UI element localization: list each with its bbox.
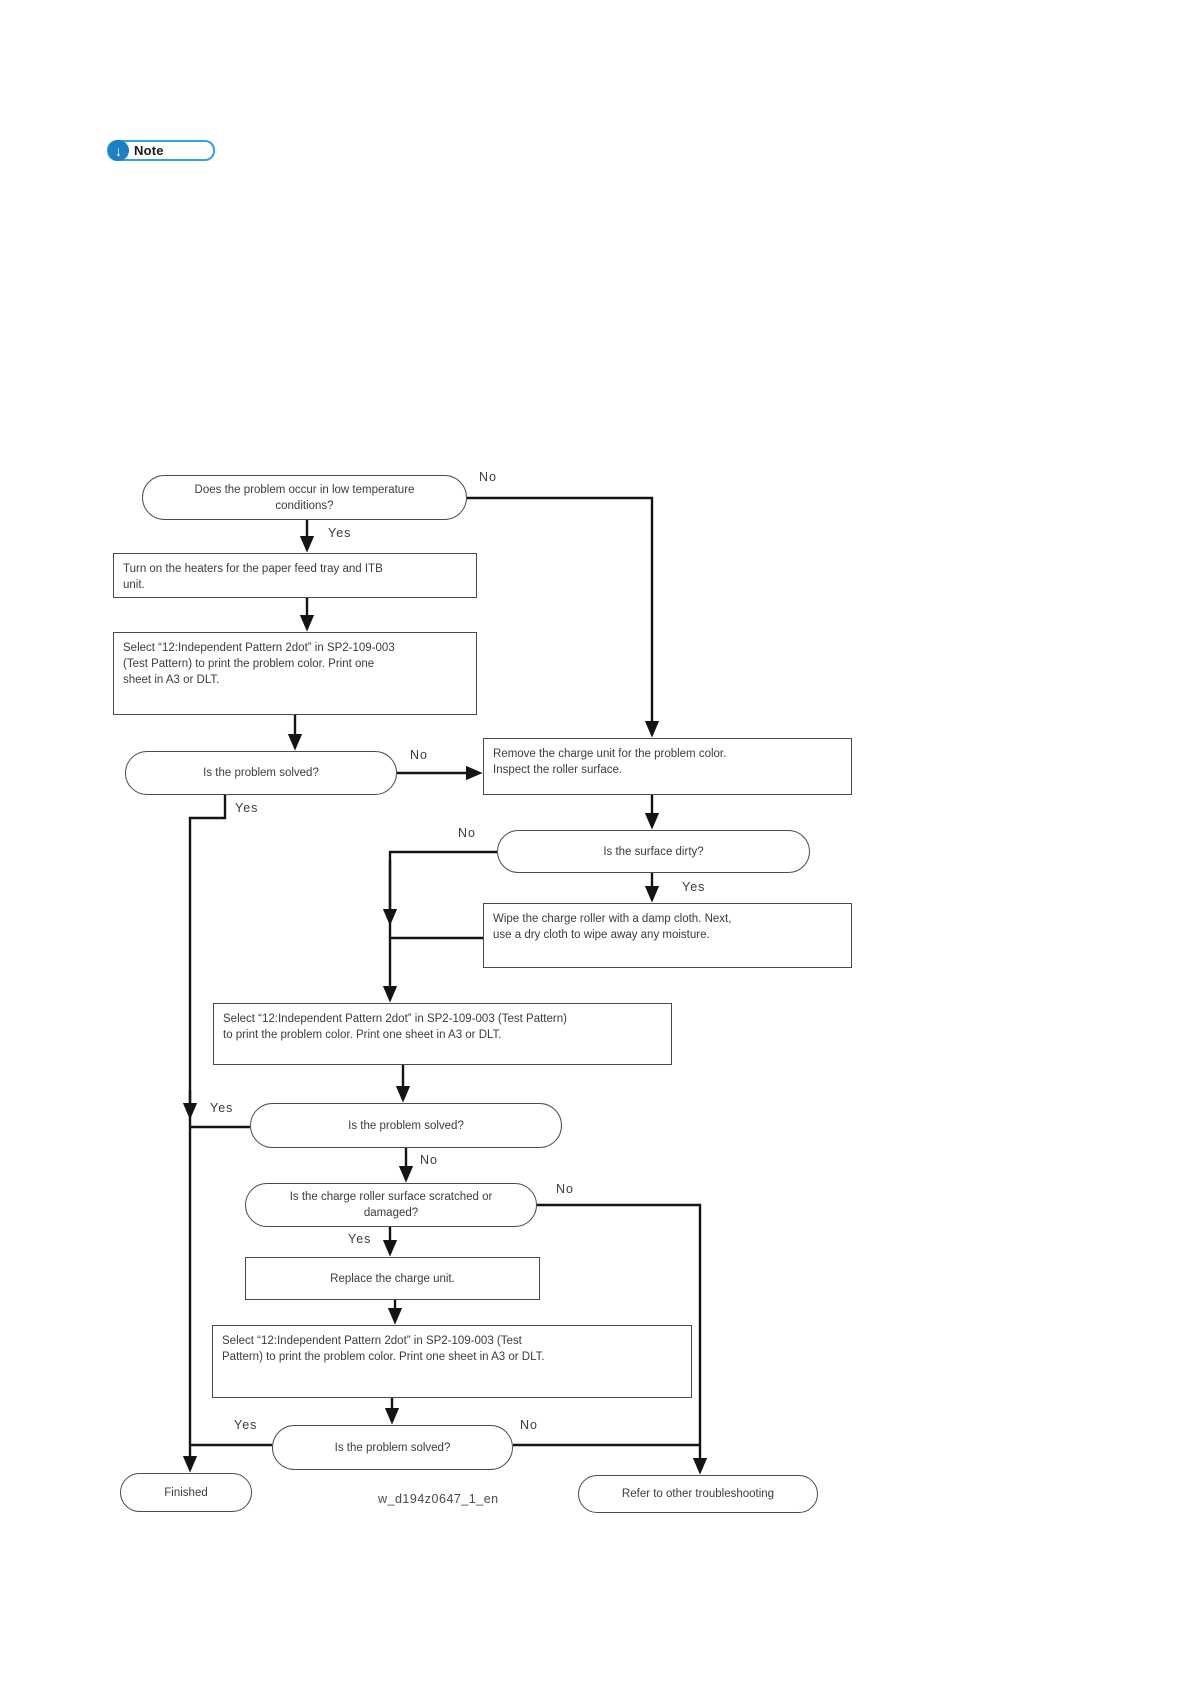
edge-label-dirty-no: No xyxy=(458,826,476,840)
node-remove-charge-unit: Remove the charge unit for the problem c… xyxy=(483,738,852,795)
node-low-temp-question: Does the problem occur in low temperatur… xyxy=(142,475,467,520)
node-wipe-charge-roller: Wipe the charge roller with a damp cloth… xyxy=(483,903,852,968)
edge-label-low-temp-yes: Yes xyxy=(328,526,352,540)
node-problem-solved-2: Is the problem solved? xyxy=(250,1103,562,1148)
edge-label-solved1-no: No xyxy=(410,748,428,762)
edge-label-scratched-yes: Yes xyxy=(348,1232,372,1246)
figure-caption: w_d194z0647_1_en xyxy=(378,1492,499,1506)
edge-label-low-temp-no: No xyxy=(479,470,497,484)
node-select-test-pattern-3: Select “12:Independent Pattern 2dot” in … xyxy=(212,1325,692,1398)
node-select-test-pattern-1: Select “12:Independent Pattern 2dot” in … xyxy=(113,632,477,715)
edge-label-solved3-yes: Yes xyxy=(234,1418,258,1432)
node-roller-scratched-question: Is the charge roller surface scratched o… xyxy=(245,1183,537,1227)
node-finished: Finished xyxy=(120,1473,252,1512)
node-select-test-pattern-2: Select “12:Independent Pattern 2dot” in … xyxy=(213,1003,672,1065)
edge-label-solved2-no: No xyxy=(420,1153,438,1167)
edge-label-solved2-yes: Yes xyxy=(210,1101,234,1115)
note-down-arrow-icon: ↓ xyxy=(108,140,129,161)
edge-label-solved3-no: No xyxy=(520,1418,538,1432)
node-replace-charge-unit: Replace the charge unit. xyxy=(245,1257,540,1300)
edge-label-scratched-no: No xyxy=(556,1182,574,1196)
note-badge: ↓ Note xyxy=(107,140,215,161)
node-refer-other-troubleshooting: Refer to other troubleshooting xyxy=(578,1475,818,1513)
node-surface-dirty-question: Is the surface dirty? xyxy=(497,830,810,873)
edge-label-dirty-yes: Yes xyxy=(682,880,706,894)
node-turn-on-heaters: Turn on the heaters for the paper feed t… xyxy=(113,553,477,598)
node-problem-solved-3: Is the problem solved? xyxy=(272,1425,513,1470)
note-badge-label: Note xyxy=(134,143,164,158)
node-problem-solved-1: Is the problem solved? xyxy=(125,751,397,795)
edge-label-solved1-yes: Yes xyxy=(235,801,259,815)
